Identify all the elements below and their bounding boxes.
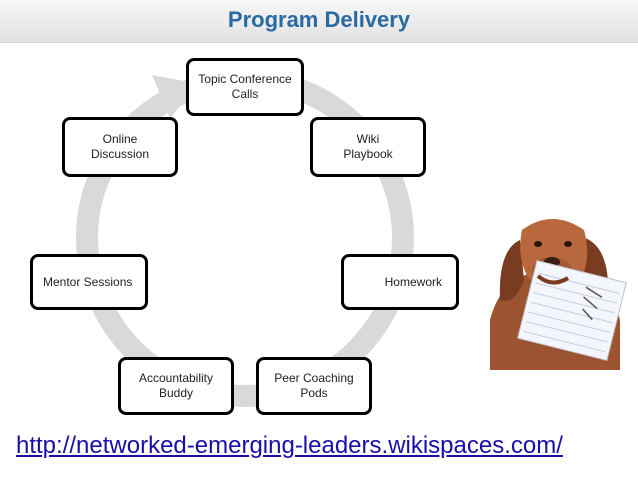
wiki-url-link[interactable]: http://networked-emerging-leaders.wikisp… (16, 432, 563, 459)
title-bar: Program Delivery (0, 0, 638, 43)
dog-homework-photo (490, 219, 627, 370)
cycle-step-topic-conference-calls: Topic Conference Calls (186, 58, 304, 116)
cycle-step-homework: Homework (341, 254, 459, 310)
cycle-step-accountability-buddy: Accountability Buddy (118, 357, 234, 415)
cycle-step-wiki-playbook: Wiki Playbook (310, 117, 426, 177)
cycle-step-online-discussion: Online Discussion (62, 117, 178, 177)
cycle-step-peer-coaching-pods: Peer Coaching Pods (256, 357, 372, 415)
slide-title: Program Delivery (227, 7, 411, 32)
cycle-step-mentor-sessions: Mentor Sessions (30, 254, 148, 310)
